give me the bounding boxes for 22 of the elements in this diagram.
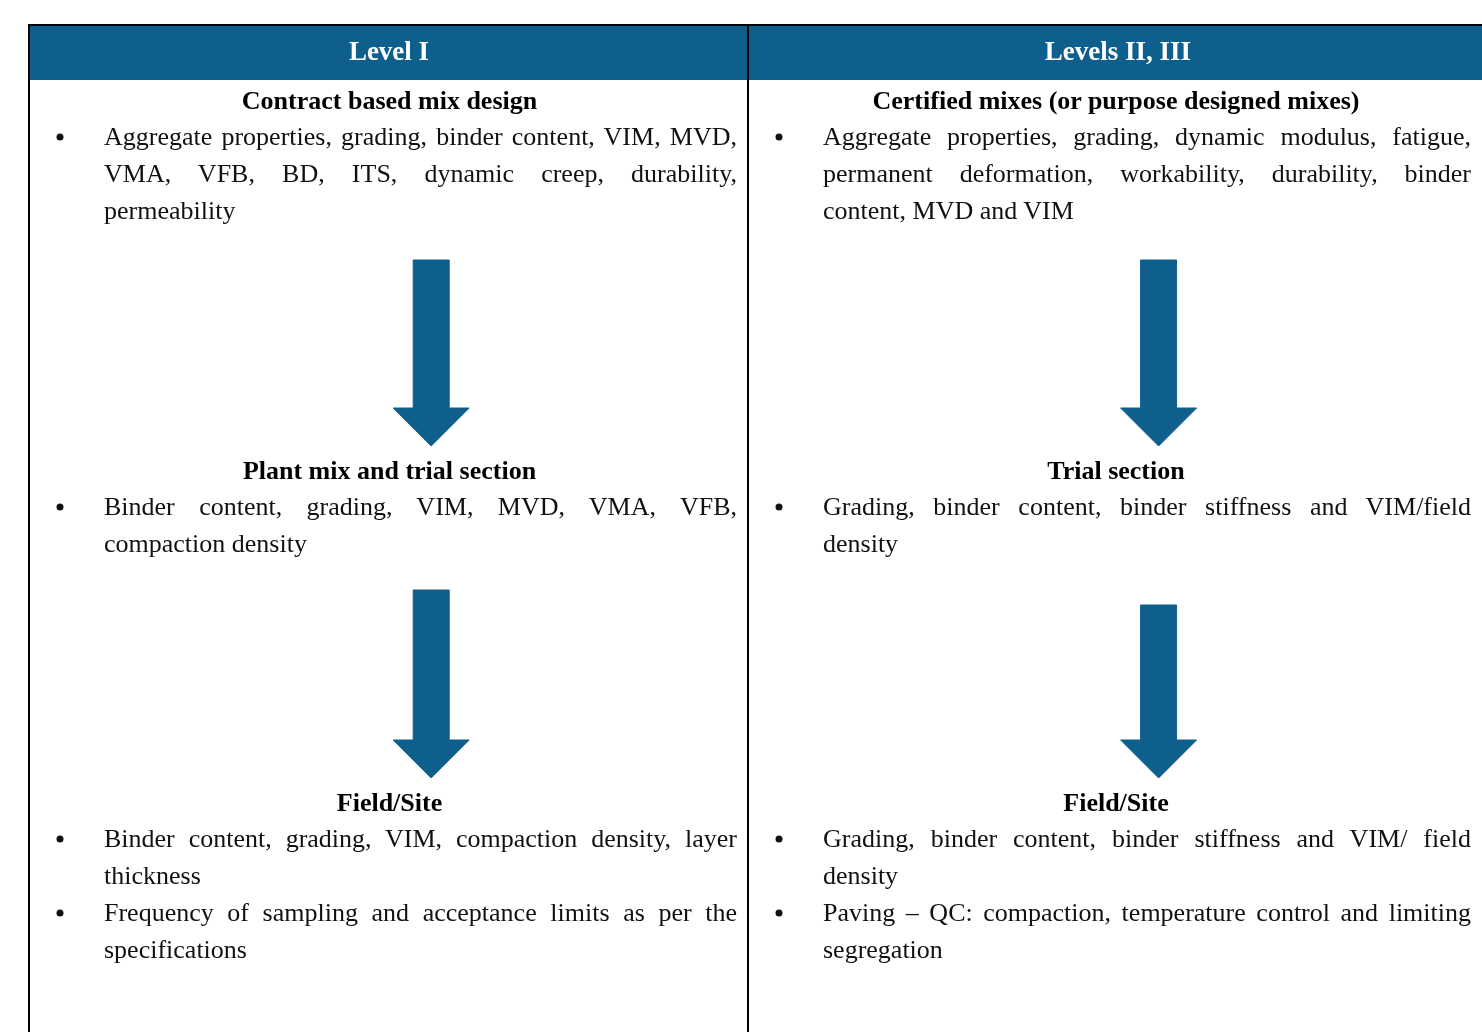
bullet-text: Binder content, grading, VIM, compaction density, layer thickness: [104, 823, 737, 892]
bullet-text: Aggregate properties, grading, binder content, VIM, MVD, VMA, VFB, BD, ITS, dynamic creep, durability, permeability: [104, 121, 737, 227]
bullet-text: Paving – QC: compaction, temperature control and limiting segregation: [823, 897, 1471, 966]
stage-heading: Contract based mix design: [241, 85, 538, 117]
table-column: [747, 24, 1482, 1032]
block-arrow: [1120, 259, 1198, 447]
block-arrow: [1120, 604, 1198, 779]
stage-heading: Field/Site: [336, 787, 443, 819]
bullet-text: Frequency of sampling and acceptance limits as per the specifications: [104, 897, 737, 966]
bullet-text: Grading, binder content, binder stiffness and VIM/field density: [823, 491, 1471, 560]
bullet-text: Grading, binder content, binder stiffness and VIM/ field density: [823, 823, 1471, 892]
table-column: [28, 24, 748, 1032]
stage-heading: Plant mix and trial section: [242, 455, 537, 487]
block-arrow: [392, 589, 470, 779]
stage-heading: Trial section: [1047, 455, 1185, 487]
header-text: Level I: [347, 36, 431, 67]
stage-heading: Certified mixes (or purpose designed mixes): [872, 85, 1360, 117]
bullet-text: Aggregate properties, grading, dynamic modulus, fatigue, permanent deformation, workability, durability, binder content, MVD and VIM: [823, 121, 1471, 227]
stage-heading: Field/Site: [1063, 787, 1169, 819]
bullet-text: Binder content, grading, VIM, MVD, VMA, VFB, compaction density: [104, 491, 737, 560]
header-text: Levels II, III: [1043, 36, 1193, 67]
block-arrow: [392, 259, 470, 447]
